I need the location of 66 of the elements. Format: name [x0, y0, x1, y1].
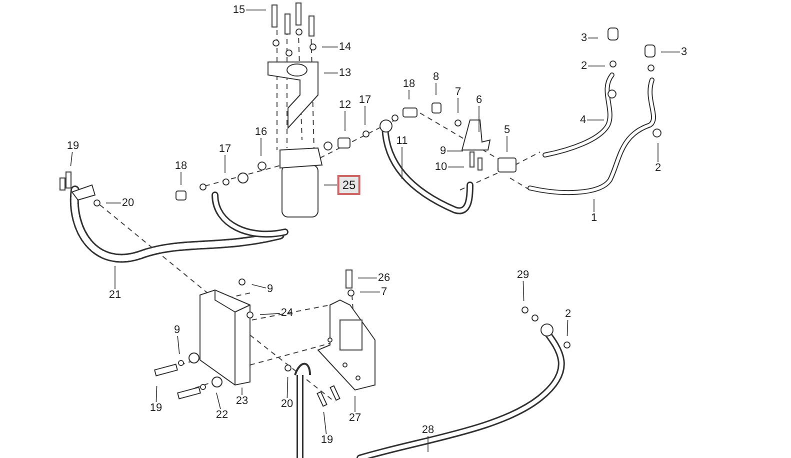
leader-line: [260, 313, 280, 316]
callout-number: 2: [654, 162, 662, 174]
callout-number: 18: [402, 78, 416, 90]
callout-number: 12: [338, 99, 352, 111]
callout-number: 9: [266, 283, 274, 295]
callout-number: 16: [254, 126, 268, 138]
callout-number: 11: [395, 135, 409, 147]
leader-line: [354, 396, 356, 412]
leader-line: [446, 150, 464, 152]
callout-number: 9: [172, 324, 182, 336]
leader-line: [478, 106, 480, 132]
callout-number: 2: [564, 308, 572, 320]
leader-line: [322, 46, 338, 48]
callout-number: 7: [380, 286, 388, 298]
callout-number: 8: [432, 71, 440, 83]
leader-line: [156, 386, 158, 402]
callout-number: 4: [578, 114, 588, 126]
leader-line: [251, 284, 266, 288]
callout-number: 19: [148, 402, 164, 414]
callout-number: 13: [338, 67, 352, 79]
leader-line: [106, 202, 122, 204]
callout-number: 22: [214, 409, 230, 421]
callout-number: 2: [580, 60, 588, 72]
callout-number: 20: [120, 197, 136, 209]
leader-line: [180, 172, 182, 186]
callout-number: 1: [590, 212, 598, 224]
highlighted-callout-number: 25: [337, 175, 361, 195]
leader-line: [506, 136, 508, 152]
leader-line: [566, 320, 568, 336]
leader-line: [114, 266, 116, 290]
leader-line: [448, 166, 464, 168]
callout-number: 24: [280, 307, 294, 319]
leader-line: [70, 152, 73, 166]
leader-line: [260, 138, 262, 156]
callout-number: 17: [218, 143, 232, 155]
callout-number: 3: [580, 32, 588, 44]
callout-number: 18: [174, 160, 188, 172]
leader-line: [408, 90, 410, 100]
callout-number: 17: [358, 94, 372, 106]
callout-number: 10: [434, 161, 448, 173]
leader-line: [522, 280, 524, 302]
callout-number: 15: [232, 4, 246, 16]
callout-number: 5: [502, 124, 512, 136]
leader-line: [364, 106, 366, 126]
callout-number: 14: [338, 41, 352, 53]
leader-line: [344, 110, 346, 132]
leader-line: [286, 376, 288, 398]
callout-number: 21: [108, 289, 122, 301]
callout-number: 26: [376, 272, 392, 284]
leader-line: [324, 72, 338, 74]
callout-number: 7: [454, 86, 462, 98]
leader-line: [224, 154, 226, 174]
leader-line: [323, 412, 327, 434]
leader-line: [177, 336, 180, 354]
callout-number: 19: [320, 434, 334, 446]
callout-number: 27: [348, 412, 362, 424]
leader-line: [324, 184, 338, 186]
callout-number: 19: [66, 140, 80, 152]
callout-number: 29: [516, 269, 530, 281]
callout-number: 3: [680, 46, 688, 58]
callout-number: 6: [474, 94, 484, 106]
callout-number: 9: [438, 145, 448, 157]
callout-number: 28: [420, 424, 436, 436]
callout-number: 23: [234, 395, 250, 407]
callout-number: 20: [280, 398, 294, 410]
leader-line: [216, 392, 221, 410]
